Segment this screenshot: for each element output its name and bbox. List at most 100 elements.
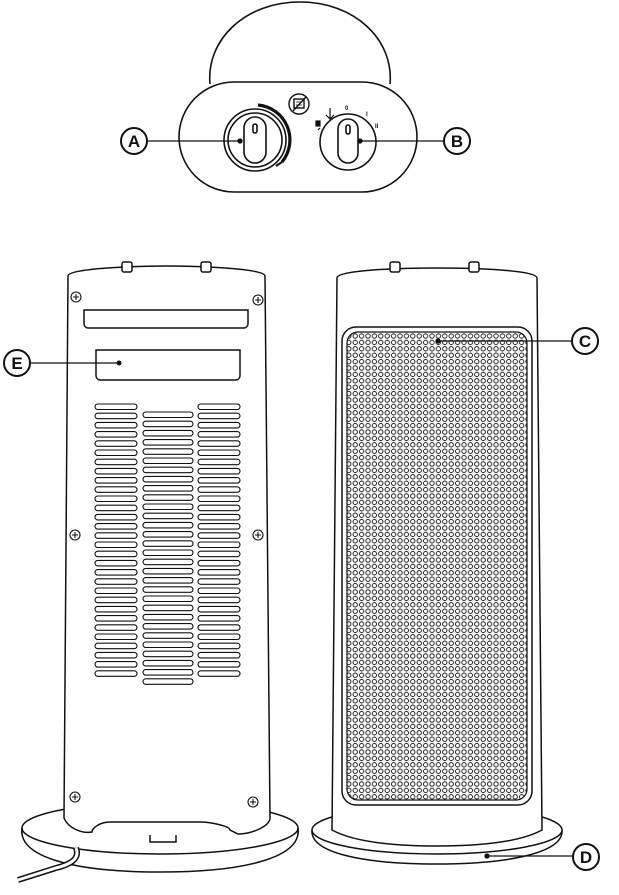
vent-slot: [142, 457, 194, 465]
vent-slot: [142, 439, 194, 446]
vent-slot: [94, 596, 138, 604]
callout-badges: [3, 127, 600, 871]
vent-slot: [94, 495, 138, 503]
vent-slot: [197, 642, 241, 650]
vent-slot: [94, 605, 138, 613]
vent-slot: [197, 651, 241, 659]
vent-slot: [94, 477, 138, 484]
vent-slot: [142, 595, 194, 603]
vent-slot: [197, 513, 241, 521]
vent-slot: [142, 604, 194, 612]
front-post-right: [468, 261, 480, 273]
vent-slot: [197, 412, 241, 420]
vent-slot: [197, 661, 241, 668]
vent-slot: [197, 550, 241, 558]
vent-slot: [197, 605, 241, 613]
vent-slot: [94, 458, 138, 466]
vent-slot: [94, 440, 138, 447]
dial-mark-off: 0: [345, 106, 349, 112]
vent-slot: [142, 494, 194, 501]
vent-slot: [94, 504, 138, 512]
vent-slot: [142, 549, 194, 557]
knob-indicator: [252, 123, 258, 134]
control-panel-detail: [178, 1, 418, 193]
vent-slot: [142, 485, 194, 492]
vent-slot: [94, 541, 138, 549]
vent-slot: [94, 523, 138, 530]
vent-slot: [197, 569, 241, 576]
vent-slot: [142, 632, 194, 639]
callout-d-label: D: [580, 848, 592, 867]
front-post-left: [389, 261, 401, 273]
front-grille-mesh: [346, 331, 528, 801]
vent-slot: [197, 486, 241, 493]
callout-c-label: C: [579, 332, 591, 351]
callout-b-circle: [443, 127, 471, 155]
power-switch-knob[interactable]: [319, 113, 377, 171]
vent-slot: [94, 651, 138, 659]
screw-icon: [247, 796, 259, 808]
vent-slot: [94, 670, 138, 677]
vent-slot: [142, 558, 194, 566]
temperature-arc: [257, 103, 292, 164]
vent-slot: [197, 523, 241, 530]
vent-slot: [197, 615, 241, 622]
switch-indicator: [345, 124, 351, 135]
dial-mark-level-1: I: [366, 112, 368, 118]
vent-slot: [197, 421, 241, 429]
vent-slot: [94, 403, 138, 411]
antifrost-icon: [325, 108, 335, 120]
vent-slot: [197, 458, 241, 466]
screw-icon: [70, 291, 82, 303]
vent-slot: [197, 504, 241, 512]
vent-slot: [142, 669, 194, 676]
vent-slot: [94, 642, 138, 650]
vent-slot: [142, 567, 194, 575]
screw-icon: [69, 791, 81, 803]
thermostat-knob[interactable]: [223, 103, 292, 172]
vent-slot: [94, 486, 138, 493]
vent-slot: [142, 623, 194, 630]
label-plate: [95, 349, 241, 381]
vent-slot: [142, 503, 194, 511]
callout-c-circle: [571, 327, 599, 355]
vent-slot: [197, 559, 241, 567]
vent-slot: [94, 578, 138, 585]
vent-slot: [94, 532, 138, 539]
dial-mark-level-2: II: [375, 124, 379, 130]
vent-slot: [94, 412, 138, 420]
vent-slot: [197, 477, 241, 484]
vent-slot: [94, 661, 138, 668]
vent-slot: [197, 495, 241, 503]
callout-a-label: A: [128, 132, 140, 151]
callout-d-circle: [572, 843, 600, 871]
vent-slot: [197, 578, 241, 585]
callout-b-label: B: [451, 132, 463, 151]
vent-slot: [197, 670, 241, 677]
top-dome: [209, 1, 391, 85]
back-screws: [69, 291, 264, 808]
vent-slot: [197, 596, 241, 604]
back-post-right: [200, 261, 212, 273]
vent-slot: [197, 431, 241, 438]
vent-slot: [197, 467, 241, 475]
vent-slot: [94, 550, 138, 558]
vent-slot: [142, 586, 194, 593]
vent-slot: [197, 403, 241, 411]
vent-slot: [197, 587, 241, 595]
air-intake-vents: [94, 403, 241, 685]
vent-slot: [142, 678, 194, 685]
vent-slot: [142, 475, 194, 483]
vent-slot: [142, 577, 194, 584]
screw-icon: [252, 529, 264, 541]
vent-slot: [142, 420, 194, 428]
vent-slot: [142, 641, 194, 649]
vent-slot: [197, 440, 241, 447]
vent-slot: [142, 512, 194, 520]
vent-slot: [197, 541, 241, 549]
vent-slot: [94, 467, 138, 475]
vent-slot: [142, 466, 194, 474]
callout-a-circle: [120, 127, 148, 155]
vent-slot: [142, 411, 194, 419]
